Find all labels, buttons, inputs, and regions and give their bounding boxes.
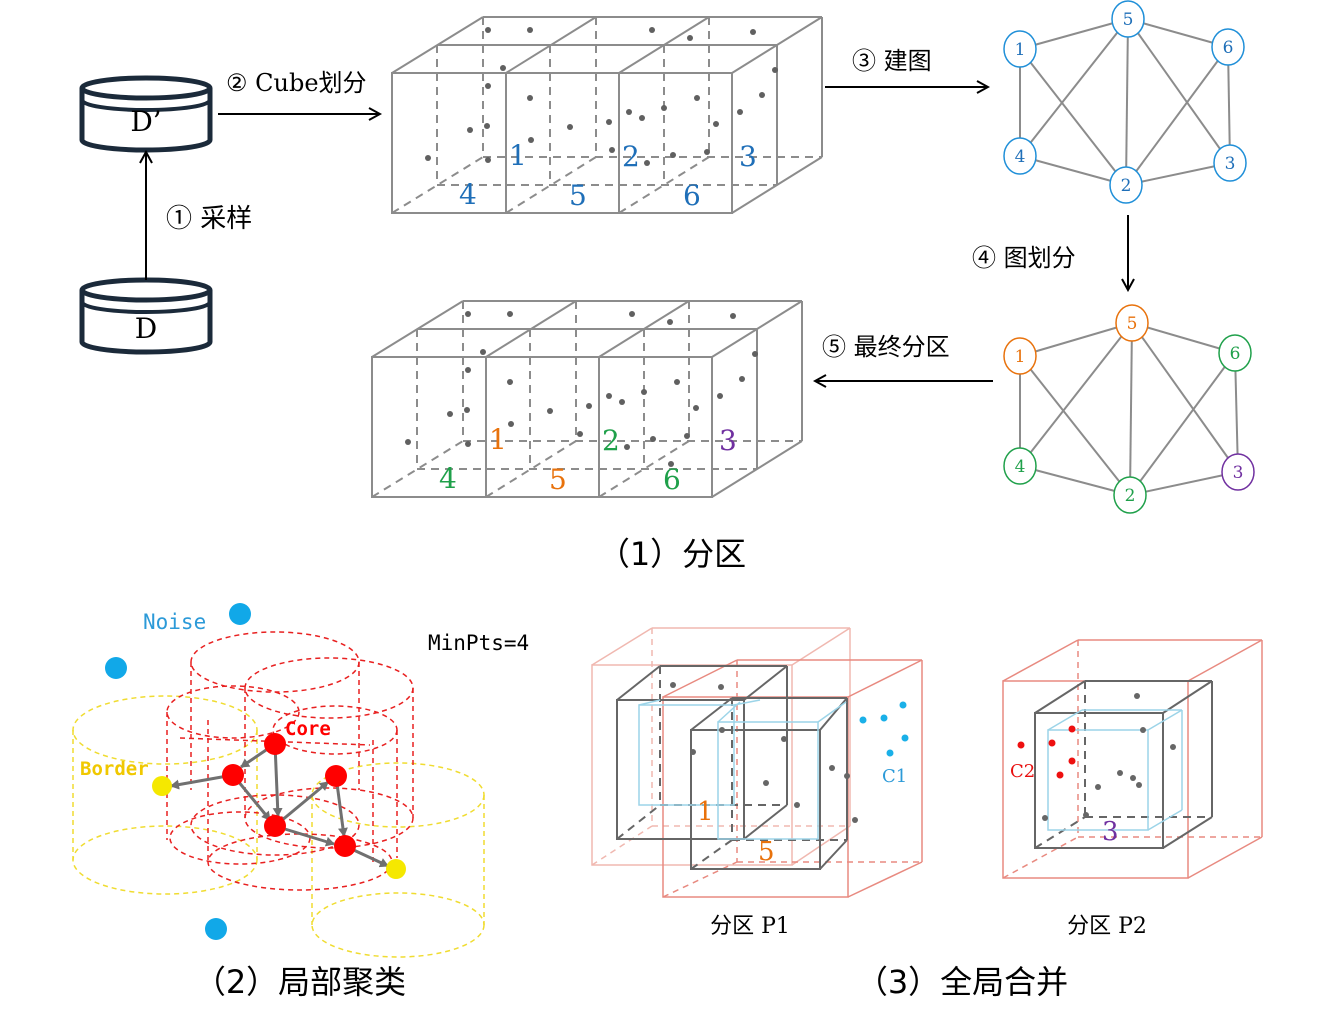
database-d-label: D [135, 312, 157, 345]
section-title-global-merge: （3）全局合并 [856, 963, 1068, 1001]
global-merge-section: C1 1 5 分区 P1 [591, 627, 1263, 1001]
final-partition-label: ⑤ 最终分区 [822, 333, 950, 361]
final-cube-label-4: 4 [439, 462, 457, 495]
graph-bottom-node-5: 5 [1127, 314, 1138, 334]
cube-top-labels: 1 2 3 4 5 6 [459, 139, 757, 212]
p1-caption: 分区 P1 [710, 914, 790, 939]
c1-points [859, 701, 909, 757]
partition-p1: C1 1 5 分区 P1 [591, 627, 923, 939]
p2-points [1042, 693, 1176, 821]
final-cube-label-6: 6 [663, 463, 681, 496]
graph-bottom-node-6: 6 [1230, 344, 1241, 364]
graph-bottom-node-3: 3 [1233, 463, 1244, 483]
cube-label-2: 2 [622, 140, 640, 173]
cube-grid-top-points [425, 27, 778, 166]
partition-p2: C2 3 分区 P2 [1002, 639, 1263, 939]
c2-points [1017, 725, 1076, 779]
sample-label: ① 采样 [166, 204, 252, 234]
p2-label-3: 3 [1102, 817, 1119, 847]
c1-label: C1 [882, 766, 907, 787]
graph-split-label: ④ 图划分 [972, 244, 1076, 272]
cube-split-label: ② Cube划分 [226, 69, 367, 97]
database-d-prime: D’ [79, 75, 213, 153]
border-label: Border [80, 758, 149, 780]
cube-label-4: 4 [459, 178, 477, 211]
database-d-prime-label: D’ [130, 105, 161, 138]
build-graph-label: ③ 建图 [852, 47, 932, 75]
border-points [152, 776, 406, 879]
partition-section: D’ D ① 采样 ② Cube划分 [79, 0, 1255, 573]
graph-bottom-node-2: 2 [1125, 486, 1136, 506]
p2-caption: 分区 P2 [1067, 914, 1147, 939]
noise-points [105, 603, 251, 940]
p1-label-5: 5 [758, 837, 775, 867]
section-title-partition: （1）分区 [598, 535, 746, 573]
c2-label: C2 [1010, 761, 1035, 782]
final-cube-label-3: 3 [719, 424, 737, 457]
final-cube-label-5: 5 [549, 463, 567, 496]
cube-label-1: 1 [509, 139, 527, 172]
graph-top-node-1: 1 [1015, 40, 1026, 60]
local-clustering-section: Noise Core Border MinPts=4 （2）局部聚类 [72, 603, 529, 1001]
graph-top-node-6: 6 [1223, 38, 1234, 58]
cube-bottom-labels: 1 2 3 4 5 6 [439, 423, 737, 496]
cube-grid-bottom-points [405, 311, 758, 467]
core-label: Core [285, 718, 331, 740]
cube-grid-top [391, 16, 823, 214]
cube-label-6: 6 [683, 179, 701, 212]
final-cube-label-2: 2 [602, 424, 620, 457]
graph-top-node-2: 2 [1121, 176, 1132, 196]
cube-grid-bottom [371, 300, 803, 498]
minpts-label: MinPts=4 [428, 631, 529, 655]
graph-bottom: 1 2 3 4 5 6 [1003, 304, 1255, 514]
graph-top-node-5: 5 [1123, 10, 1134, 30]
graph-top-node-4: 4 [1015, 147, 1026, 167]
section-title-local-clustering: （2）局部聚类 [194, 963, 406, 1001]
cube-label-3: 3 [739, 140, 757, 173]
graph-top-node-3: 3 [1225, 154, 1236, 174]
graph-bottom-node-1: 1 [1015, 347, 1026, 367]
cube-label-5: 5 [569, 179, 587, 212]
graph-top: 1 2 3 4 5 6 [1003, 0, 1247, 204]
database-d: D [79, 277, 213, 355]
noise-label: Noise [143, 610, 206, 634]
p1-points [670, 682, 858, 823]
graph-bottom-node-4: 4 [1015, 457, 1026, 477]
final-cube-label-1: 1 [489, 423, 507, 456]
core-points [222, 733, 356, 857]
p1-label-1: 1 [697, 797, 714, 827]
